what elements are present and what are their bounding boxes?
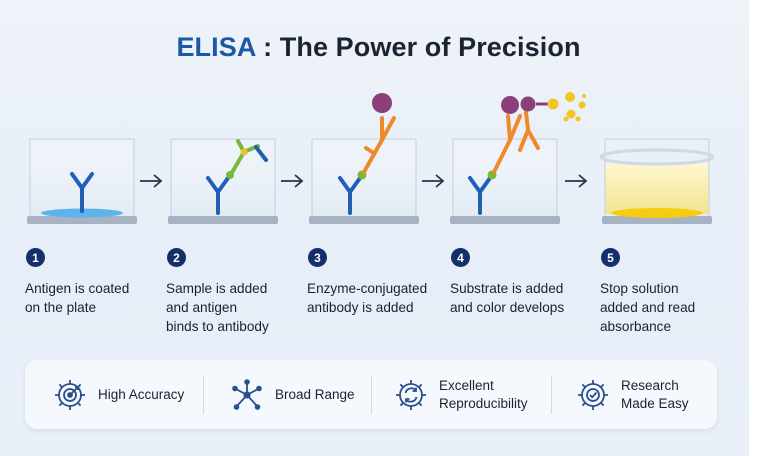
benefit-high-accuracy: High Accuracy — [50, 360, 184, 429]
benefit-excellent-reproducibility: Excellent Reproducibility — [391, 360, 528, 429]
well-4 — [450, 92, 586, 224]
well-2 — [168, 138, 278, 224]
substrate-product — [547, 98, 559, 110]
substrate-product — [565, 92, 575, 102]
plate-base — [450, 216, 560, 224]
title-rest: : The Power of Precision — [255, 32, 581, 62]
well-rim — [599, 148, 715, 166]
right-edge-strip — [749, 0, 757, 456]
title-accent: ELISA — [176, 32, 256, 62]
benefits-bar: High Accuracy — [25, 360, 717, 429]
gear-target-icon — [55, 379, 85, 410]
step-3-text: Enzyme-conjugated antibody is added — [307, 281, 428, 315]
gear-check-icon — [578, 379, 608, 410]
capture-antibody — [70, 172, 94, 213]
step-4-text: Substrate is added and color develops — [450, 281, 565, 315]
capture-antibody — [206, 176, 230, 215]
step-2-text: Sample is added and antigen binds to ant… — [166, 281, 269, 334]
benefit-label: Research Made Easy — [621, 377, 689, 411]
arrow-4-5 — [565, 174, 588, 188]
benefit-label: Broad Range — [275, 386, 355, 402]
well-3 — [309, 93, 419, 224]
step-5-text: Stop solution added and read absorbance — [600, 281, 696, 334]
arrow-1-2 — [140, 174, 163, 188]
plate-base — [168, 216, 278, 224]
divider — [203, 376, 204, 414]
divider — [551, 376, 552, 414]
arrow-3-4 — [422, 174, 445, 188]
gear-refresh-icon — [396, 379, 426, 410]
benefit-label: High Accuracy — [98, 386, 185, 402]
substrate-product — [566, 109, 576, 119]
arrow-2-3 — [281, 174, 304, 188]
detection-antibody — [492, 110, 540, 174]
benefit-label: Excellent Reproducibility — [439, 377, 528, 411]
benefit-research-made-easy: Research Made Easy — [573, 360, 689, 429]
yellow-solution — [605, 164, 709, 214]
well-5 — [599, 138, 715, 224]
step-3-badge: 3 — [308, 248, 327, 267]
substrate-product — [578, 101, 586, 109]
benefit-broad-range: Broad Range — [227, 360, 355, 429]
divider — [371, 376, 372, 414]
enzyme — [501, 96, 519, 114]
plate-base — [309, 216, 419, 224]
page-title: ELISA : The Power of Precision — [0, 32, 757, 63]
capture-antibody — [468, 176, 492, 215]
capture-antibody — [338, 176, 362, 215]
network-nodes-icon — [232, 378, 262, 410]
enzyme — [520, 96, 536, 112]
developed-color — [611, 208, 703, 218]
step-1-badge: 1 — [26, 248, 45, 267]
step-2-badge: 2 — [167, 248, 186, 267]
step-4-badge: 4 — [451, 248, 470, 267]
step-1-text: Antigen is coated on the plate — [25, 281, 130, 315]
well-1 — [27, 138, 137, 224]
enzyme — [372, 93, 392, 113]
plate-base — [602, 216, 712, 224]
detection-antibody — [362, 116, 396, 174]
step-5-badge: 5 — [601, 248, 620, 267]
plate-base — [27, 216, 137, 224]
